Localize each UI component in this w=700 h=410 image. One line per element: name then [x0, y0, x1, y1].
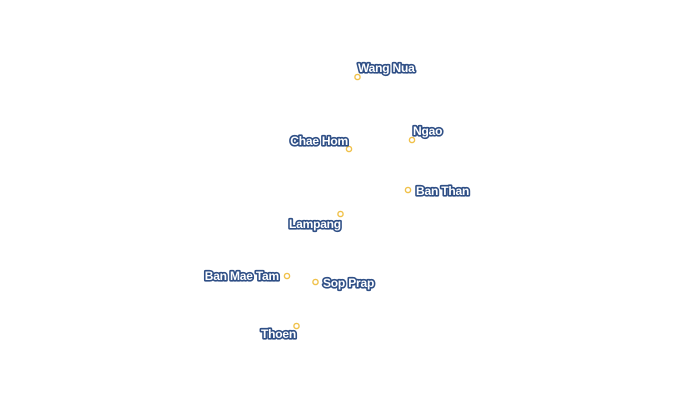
place-lampang[interactable]: Lampang — [287, 210, 344, 233]
place-ngao[interactable]: Ngao — [408, 122, 444, 144]
place-label-chae-hom: Chae Hom — [290, 134, 348, 148]
place-label-wang-nua: Wang Nua — [358, 61, 415, 75]
place-label-ngao: Ngao — [413, 124, 442, 138]
place-label-thoen: Thoen — [261, 327, 296, 341]
place-marker-icon[interactable] — [345, 145, 353, 153]
place-label-ban-mae-tam: Ban Mae Tam — [205, 269, 279, 283]
place-marker-icon[interactable] — [354, 73, 361, 81]
place-label-ban-than: Ban Than — [416, 184, 469, 198]
place-label-lampang: Lampang — [289, 217, 341, 231]
place-label-sop-prap: Sop Prap — [323, 276, 374, 290]
place-ban-than[interactable]: Ban Than — [404, 182, 471, 200]
place-marker-icon[interactable] — [312, 278, 319, 286]
place-marker-icon[interactable] — [293, 322, 300, 330]
place-marker-icon[interactable] — [408, 136, 416, 144]
place-marker-icon[interactable] — [404, 186, 412, 194]
place-ban-mae-tam[interactable]: Ban Mae Tam — [203, 267, 291, 285]
place-thoen[interactable]: Thoen — [259, 322, 300, 343]
place-wang-nua[interactable]: Wang Nua — [354, 59, 417, 81]
place-chae-hom[interactable]: Chae Hom — [289, 132, 353, 153]
place-marker-icon[interactable] — [337, 210, 344, 218]
place-marker-icon[interactable] — [283, 272, 291, 280]
place-sop-prap[interactable]: Sop Prap — [312, 274, 376, 292]
